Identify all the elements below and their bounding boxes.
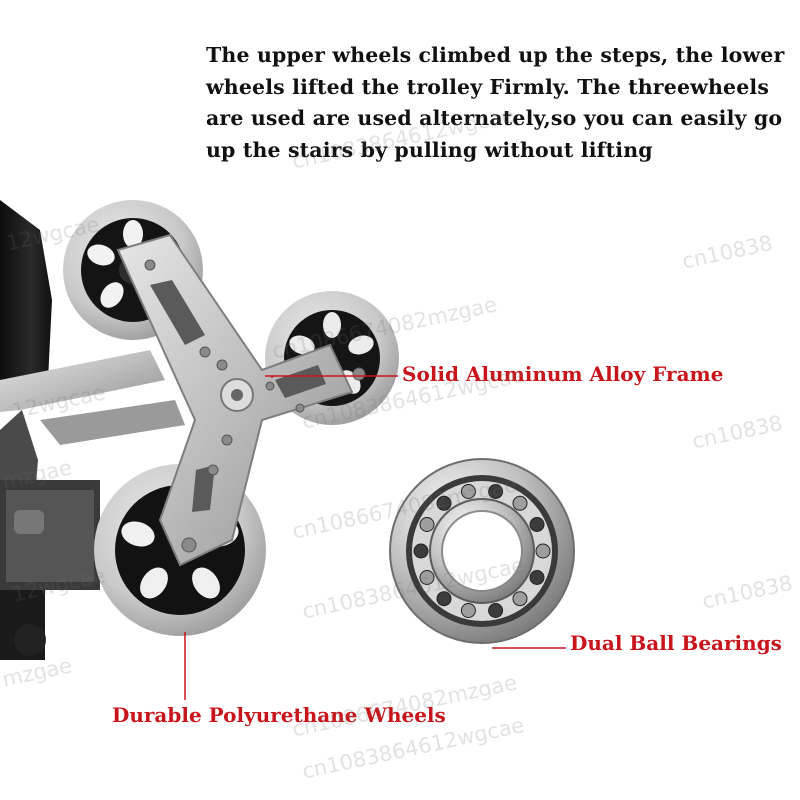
bearing-callout: Dual Ball Bearings bbox=[570, 631, 782, 655]
bearing-ball bbox=[460, 603, 476, 618]
ball-bearing-icon bbox=[389, 458, 575, 644]
bearing-ball bbox=[488, 484, 504, 499]
bearing-ball bbox=[460, 484, 476, 499]
bearing-ball bbox=[413, 543, 429, 559]
bearing-ball bbox=[419, 570, 435, 585]
bearing-ball bbox=[529, 570, 545, 585]
description-line: wheels lifted the trolley Firmly. The th… bbox=[206, 74, 770, 99]
description-line: The upper wheels climbed up the steps, t… bbox=[206, 43, 785, 67]
bearing-ball bbox=[419, 517, 435, 532]
wheels-callout: Durable Polyurethane Wheels bbox=[112, 703, 446, 727]
bearing-ball bbox=[535, 543, 551, 559]
bearing-ball bbox=[436, 495, 452, 511]
bearing-ball bbox=[512, 495, 528, 511]
bearing-ball bbox=[488, 603, 504, 618]
bearing-ball bbox=[512, 591, 528, 607]
bearing-balls bbox=[413, 484, 551, 618]
trolley-body bbox=[0, 200, 185, 660]
aluminum-frame bbox=[116, 233, 366, 567]
product-description: The upper wheels climbed up the steps, t… bbox=[206, 40, 786, 166]
frame-callout: Solid Aluminum Alloy Frame bbox=[402, 362, 724, 386]
callout-leaders bbox=[184, 375, 566, 700]
description-line: are used are used alternately,so you can… bbox=[206, 106, 783, 130]
description-line: up the stairs by pulling without lifting bbox=[206, 137, 653, 162]
bearing-ball bbox=[529, 517, 545, 532]
bearing-ball bbox=[436, 591, 452, 607]
